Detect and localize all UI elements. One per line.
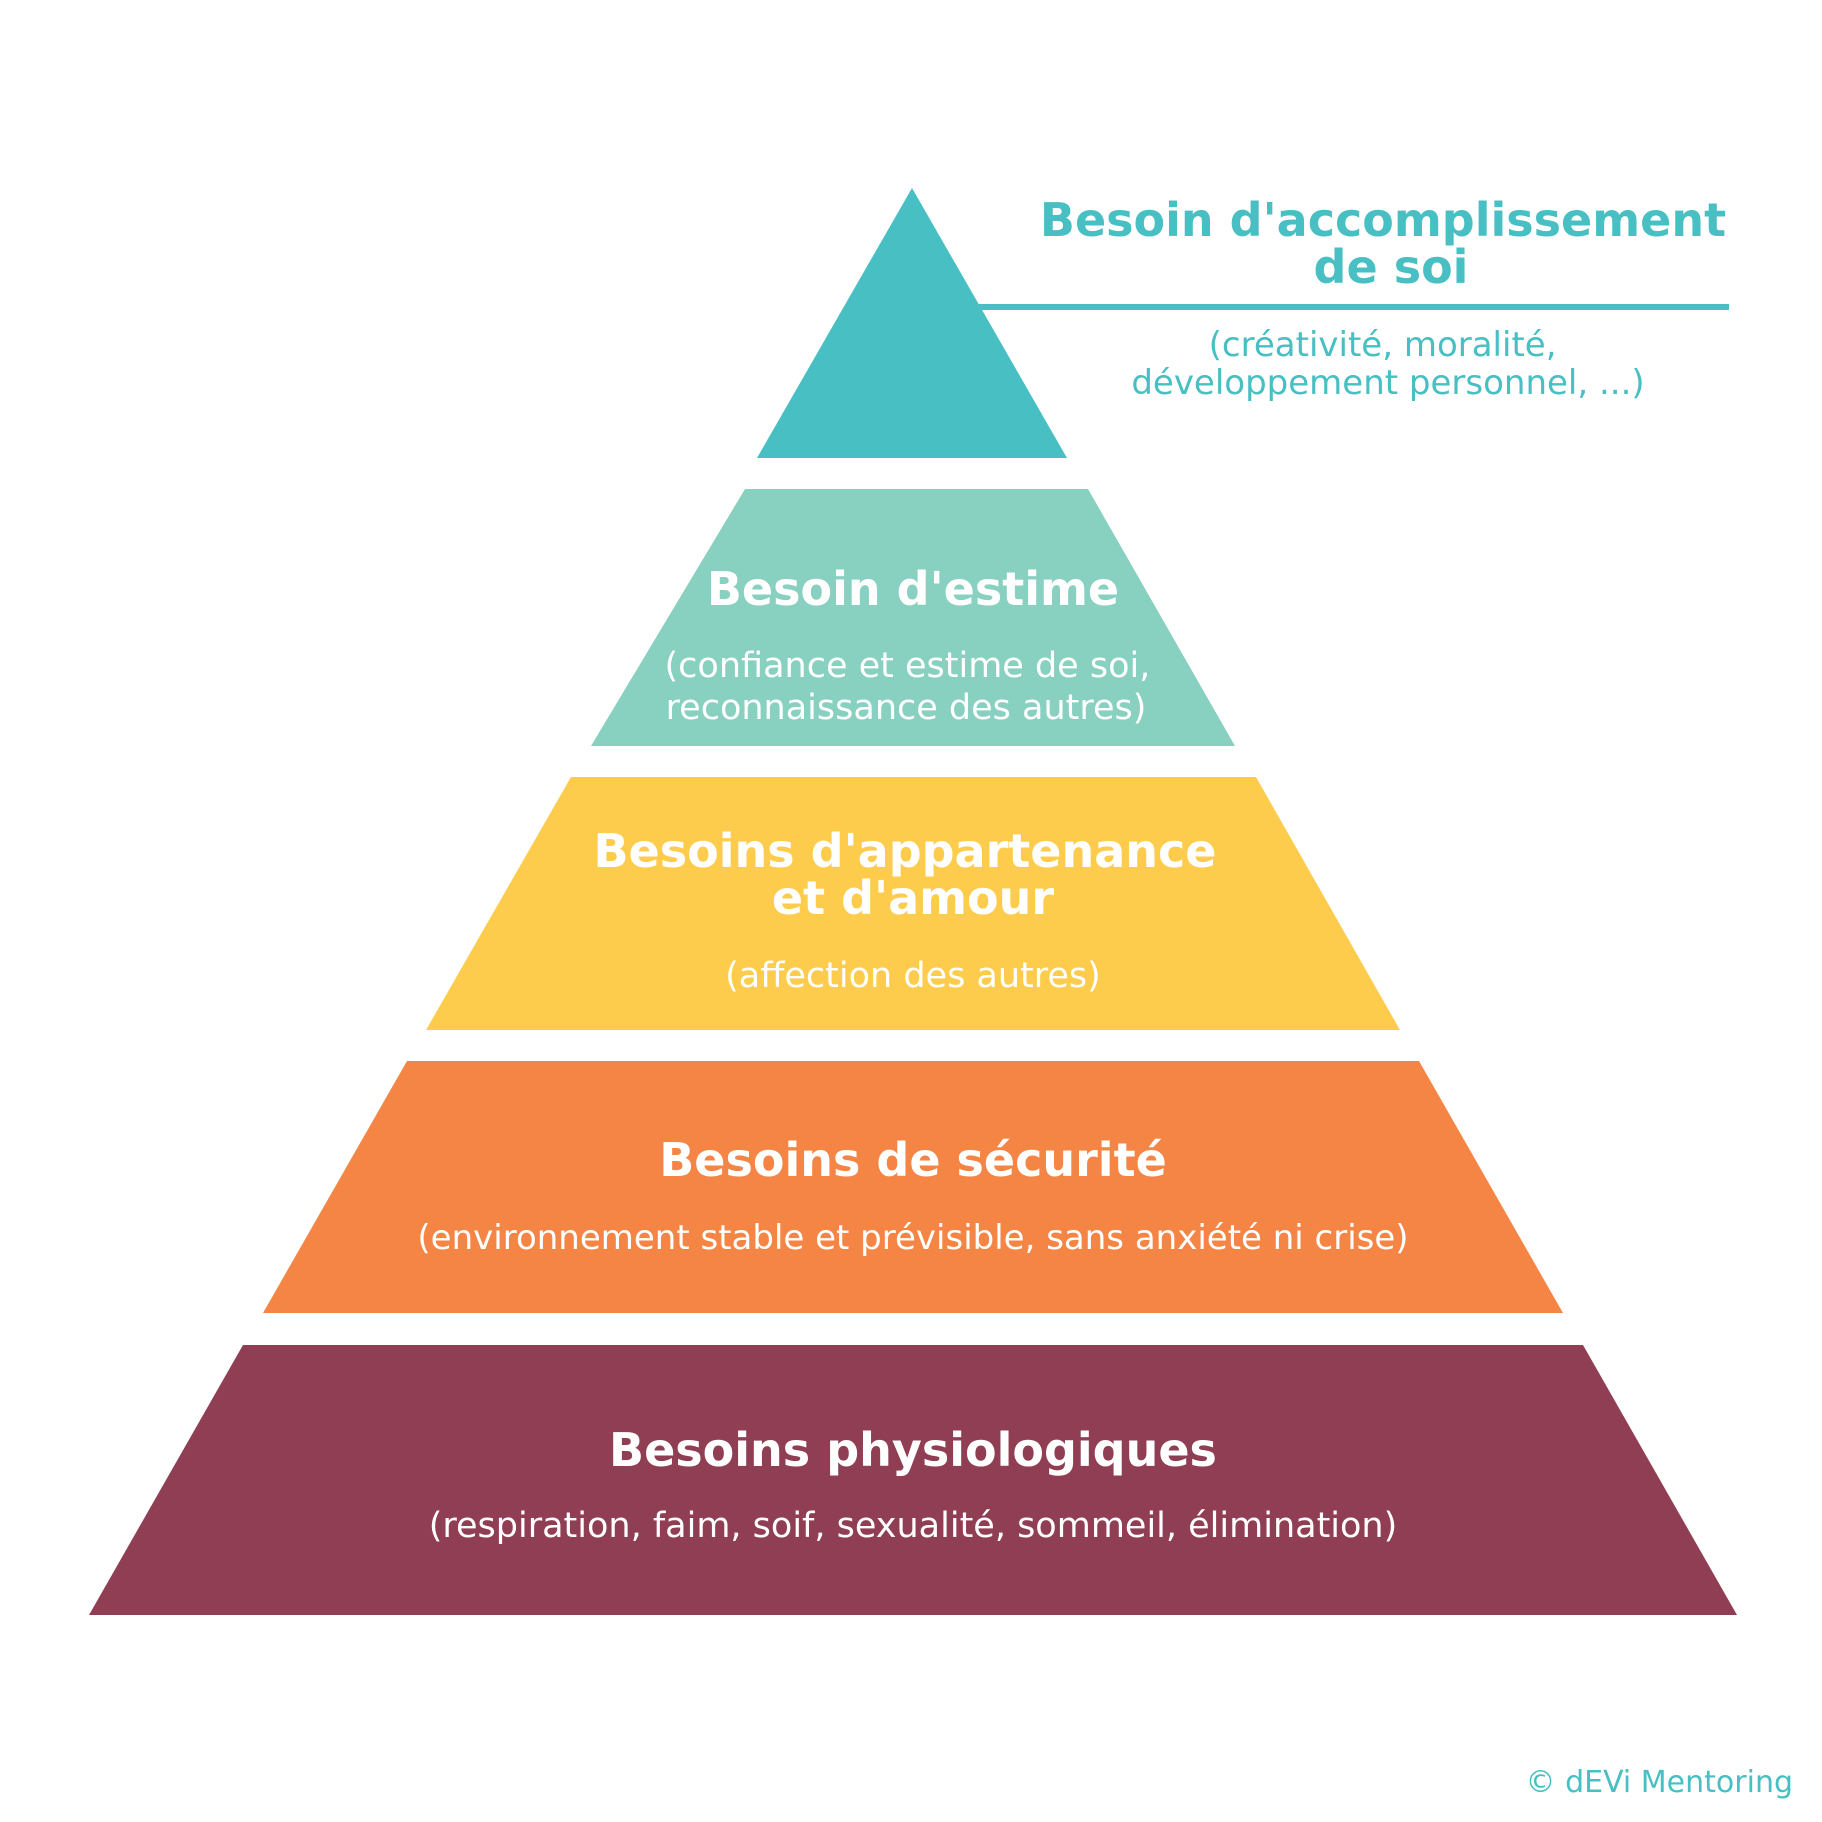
safety-subtitle-line: (environnement stable et prévisible, san… (417, 1218, 1408, 1258)
pyramid-tier-self-actualization (757, 188, 1067, 458)
pyramid-tier-esteem (591, 489, 1235, 746)
pyramid-tier-belonging (426, 777, 1400, 1030)
pyramid-tier-physiological (89, 1345, 1737, 1615)
safety-title: Besoins de sécurité (659, 1133, 1167, 1187)
belonging-title-line: et d'amour (772, 871, 1055, 925)
self-actualization-title-line: de soi (1314, 240, 1469, 294)
copyright-text: © dEVi Mentoring (1526, 1765, 1793, 1800)
esteem-title-line: Besoin d'estime (707, 562, 1119, 616)
esteem-subtitle-line: (confiance et estime de soi, (665, 646, 1151, 686)
esteem-subtitle: (confiance et estime de soi, reconnaissa… (665, 646, 1162, 728)
physiological-subtitle: (respiration, faim, soif, sexualité, som… (429, 1506, 1398, 1546)
safety-title-line: Besoins de sécurité (659, 1133, 1167, 1187)
self-actualization-subtitle: (créativité, moralité, développement per… (1131, 325, 1644, 403)
pyramid-tier-safety (263, 1061, 1563, 1313)
physiological-subtitle-line: (respiration, faim, soif, sexualité, som… (429, 1506, 1398, 1546)
self-actualization-title-line: Besoin d'accomplissement (1040, 193, 1726, 247)
self-actualization-title: Besoin d'accomplissement de soi (1040, 193, 1742, 294)
esteem-subtitle-line: reconnaissance des autres) (666, 688, 1147, 728)
physiological-title: Besoins physiologiques (609, 1423, 1217, 1477)
belonging-subtitle-line: (affection des autres) (725, 956, 1101, 996)
belonging-title-line: Besoins d'appartenance (594, 824, 1217, 878)
belonging-subtitle: (affection des autres) (725, 956, 1101, 996)
belonging-title: Besoins d'appartenance et d'amour (594, 824, 1233, 925)
safety-subtitle: (environnement stable et prévisible, san… (417, 1218, 1408, 1258)
esteem-title: Besoin d'estime (707, 562, 1119, 616)
self-actualization-subtitle-line: (créativité, moralité, (1209, 325, 1557, 365)
physiological-title-line: Besoins physiologiques (609, 1423, 1217, 1477)
self-actualization-subtitle-line: développement personnel, ...) (1131, 363, 1644, 403)
